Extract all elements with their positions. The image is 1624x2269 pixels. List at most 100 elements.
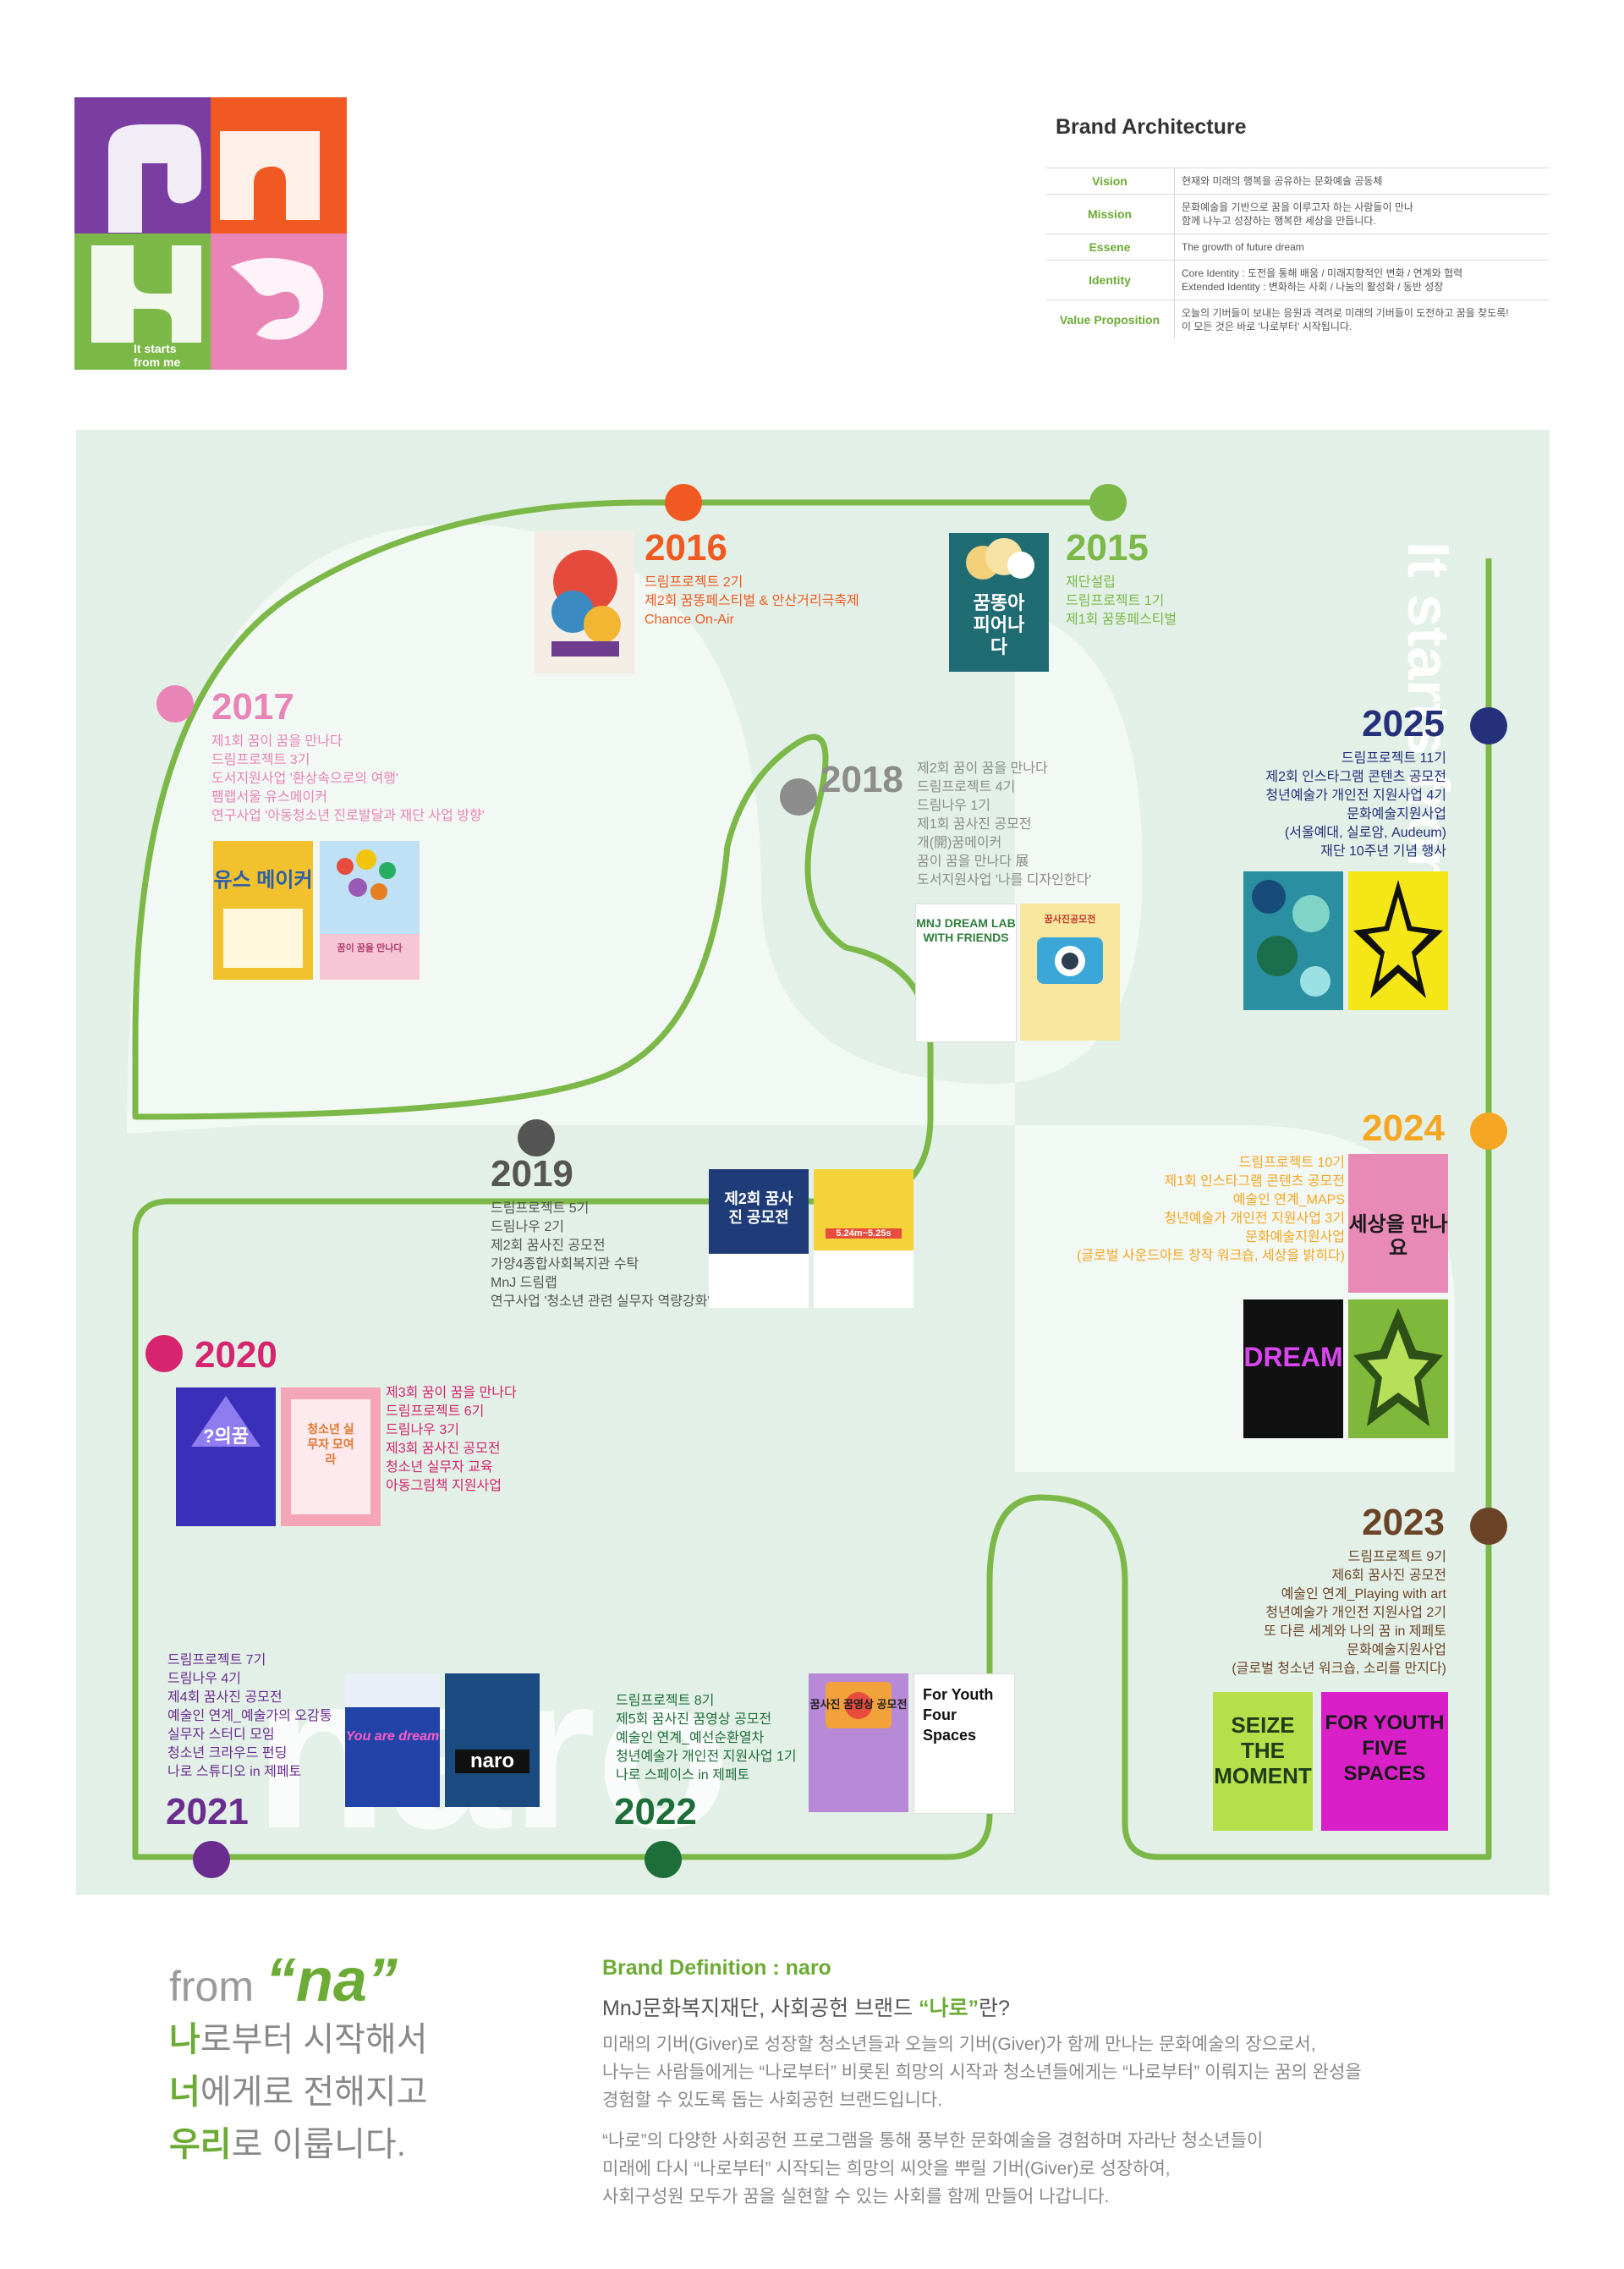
year-2015: 2015 bbox=[1066, 527, 1149, 569]
node-2024 bbox=[1470, 1113, 1507, 1150]
node-2016 bbox=[665, 484, 702, 521]
brand-architecture-title: Brand Architecture bbox=[1056, 115, 1247, 139]
poster-2018b-text: 꿈사진공모전 bbox=[1044, 915, 1096, 925]
poster-2024a: 세상을 만나요 bbox=[1348, 1154, 1448, 1293]
node-2023 bbox=[1470, 1508, 1507, 1545]
year-2024: 2024 bbox=[1362, 1107, 1445, 1149]
poster-2017a: 유스 메이커 bbox=[213, 841, 313, 980]
logo-tagline-2: from me bbox=[134, 355, 180, 369]
poster-2020b: 청소년 실무자 모여라 bbox=[281, 1387, 381, 1526]
row-value: 현재와 미래의 행복을 공유하는 문화예술 공동체 bbox=[1174, 168, 1550, 195]
poster-2021a: You are dream bbox=[345, 1673, 440, 1807]
events-2016: 드림프로젝트 2기 제2회 꿈똥페스티벌 & 안산거리극축제 Chance On… bbox=[645, 575, 859, 627]
poster-2018b: 꿈사진공모전 bbox=[1020, 904, 1120, 1041]
events-2018: 제2회 꿈이 꿈을 만나다 드림프로젝트 4기 드림나우 1기 제1회 꿈사진 … bbox=[917, 761, 1092, 887]
slogan: 나로부터 시작해서 너에게로 전해지고 우리로 이룹니다. bbox=[169, 2014, 428, 2171]
definition-sub-em: “나로” bbox=[919, 1997, 979, 2020]
from-word: “na” bbox=[265, 1947, 398, 2014]
year-2021: 2021 bbox=[166, 1791, 249, 1832]
poster-2015-art bbox=[966, 538, 1034, 580]
poster-2023b: FOR YOUTH FIVE SPACES bbox=[1321, 1692, 1448, 1831]
poster-2017a-box bbox=[223, 909, 303, 968]
poster-2016 bbox=[535, 531, 634, 673]
slogan-line: 우리로 이룹니다. bbox=[169, 2118, 428, 2171]
year-2023: 2023 bbox=[1362, 1502, 1445, 1543]
node-2017 bbox=[156, 685, 194, 722]
poster-2017b-art bbox=[337, 849, 396, 900]
poster-2024c bbox=[1348, 1299, 1448, 1438]
year-2018: 2018 bbox=[820, 759, 903, 800]
row-value: 문화예술을 기반으로 꿈을 이루고자 하는 사람들이 만나 함께 나누고 성장하… bbox=[1174, 194, 1550, 234]
poster-2019a: 제2회 꿈사진 공모전 bbox=[709, 1169, 809, 1308]
poster-2025a bbox=[1243, 871, 1343, 1010]
events-2017: 제1회 꿈이 꿈을 만나다 드림프로젝트 3기 도서지원사업 '환상속으로의 여… bbox=[211, 734, 485, 823]
year-2020: 2020 bbox=[195, 1334, 277, 1376]
year-2022: 2022 bbox=[614, 1791, 697, 1832]
events-2023: 드림프로젝트 9기 제6회 꿈사진 공모전 예술인 연계_Playing wit… bbox=[1232, 1550, 1446, 1676]
poster-2023a: SEIZE THE MOMENT bbox=[1213, 1692, 1313, 1831]
node-2022 bbox=[645, 1841, 682, 1878]
node-2025 bbox=[1470, 707, 1507, 744]
poster-2025a-art bbox=[1252, 880, 1330, 997]
poster-2017a-text: 유스 메이커 bbox=[213, 869, 313, 892]
definition-paragraph-1: 미래의 기버(Giver)로 성장할 청소년들과 오늘의 기버(Giver)가 … bbox=[602, 2035, 1362, 2110]
poster-2020a: ?의꿈 bbox=[176, 1387, 276, 1526]
poster-2024b: DREAM bbox=[1243, 1299, 1343, 1438]
poster-2015-text: 꿈똥아 피어나다 bbox=[973, 592, 1025, 657]
poster-2019b-text: 5.24m~5.25s bbox=[826, 1228, 902, 1239]
poster-2017b-footer bbox=[320, 934, 420, 980]
slogan-em: 너 bbox=[169, 2074, 200, 2111]
poster-2017b: 꿈이 꿈을 만나다 bbox=[320, 841, 420, 980]
events-2015: 재단설립 드림프로젝트 1기 제1회 꿈똥페스티벌 bbox=[1066, 575, 1177, 627]
definition-subtitle: MnJ문화복지재단, 사회공헌 브랜드 “나로”란? bbox=[602, 1992, 1010, 2022]
poster-2021a-band bbox=[345, 1707, 440, 1807]
definition-paragraph-2: “나로”의 다양한 사회공헌 프로그램을 통해 풍부한 문화예술을 경험하며 자… bbox=[602, 2131, 1264, 2206]
row-value: Core Identity : 도전을 통해 배움 / 미래지향적인 변화 / … bbox=[1174, 260, 1550, 300]
poster-2019b-footer bbox=[814, 1250, 914, 1308]
row-key: Vision bbox=[1045, 168, 1175, 195]
poster-2019a-text: 제2회 꿈사진 공모전 bbox=[724, 1190, 793, 1226]
slogan-em: 나 bbox=[169, 2021, 200, 2058]
poster-2021b-text: naro bbox=[455, 1750, 529, 1773]
poster-2025b bbox=[1348, 871, 1448, 1010]
poster-2018a: MNJ DREAM LAB WITH FRIENDS bbox=[915, 904, 1017, 1042]
naro-logo: It starts from me bbox=[74, 97, 347, 370]
node-2019 bbox=[518, 1119, 555, 1156]
row-key: Essene bbox=[1045, 233, 1175, 261]
year-2019: 2019 bbox=[491, 1153, 573, 1195]
year-2016: 2016 bbox=[645, 527, 727, 569]
poster-2022b-text: For Youth Four Spaces bbox=[923, 1686, 994, 1744]
slogan-rest: 로 이룹니다. bbox=[231, 2126, 406, 2163]
poster-2024a-text: 세상을 만나요 bbox=[1348, 1213, 1448, 1260]
poster-2017b-text: 꿈이 꿈을 만나다 bbox=[337, 943, 403, 953]
row-key: Mission bbox=[1045, 194, 1175, 234]
poster-2015: 꿈똥아 피어나다 bbox=[949, 533, 1049, 672]
poster-2020b-frame bbox=[291, 1399, 370, 1514]
slogan-line: 나로부터 시작해서 bbox=[169, 2014, 428, 2066]
slogan-rest: 로부터 시작해서 bbox=[200, 2021, 428, 2058]
events-2020: 제3회 꿈이 꿈을 만나다 드림프로젝트 6기 드림나우 3기 제3회 꿈사진 … bbox=[386, 1386, 517, 1493]
poster-2023a-text: SEIZE THE MOMENT bbox=[1214, 1712, 1312, 1788]
row-key: Value Proposition bbox=[1045, 299, 1175, 339]
poster-2022a: 꿈사진 꿈영상 공모전 bbox=[809, 1673, 908, 1812]
poster-2020b-text: 청소년 실무자 모여라 bbox=[307, 1422, 354, 1466]
poster-2018a-text: MNJ DREAM LAB WITH FRIENDS bbox=[916, 916, 1016, 944]
poster-2023b-text: FOR YOUTH FIVE SPACES bbox=[1325, 1711, 1445, 1785]
slogan-em: 우리 bbox=[169, 2126, 232, 2163]
slogan-line: 너에게로 전해지고 bbox=[169, 2066, 428, 2118]
node-2018 bbox=[780, 778, 817, 816]
poster-2021b: naro bbox=[445, 1673, 540, 1807]
track-line bbox=[132, 499, 1492, 1860]
poster-2021a-text: You are dream bbox=[345, 1729, 440, 1744]
events-2019: 드림프로젝트 5기 드림나우 2기 제2회 꿈사진 공모전 가양4종합사회복지관… bbox=[491, 1201, 710, 1309]
poster-2024b-text: DREAM bbox=[1243, 1342, 1343, 1372]
slogan-rest: 에게로 전해지고 bbox=[200, 2074, 428, 2111]
definition-sub-prefix: MnJ문화복지재단, 사회공헌 브랜드 bbox=[602, 1997, 919, 2020]
poster-2022a-art bbox=[826, 1682, 892, 1728]
from-prefix: from bbox=[169, 1963, 254, 2010]
